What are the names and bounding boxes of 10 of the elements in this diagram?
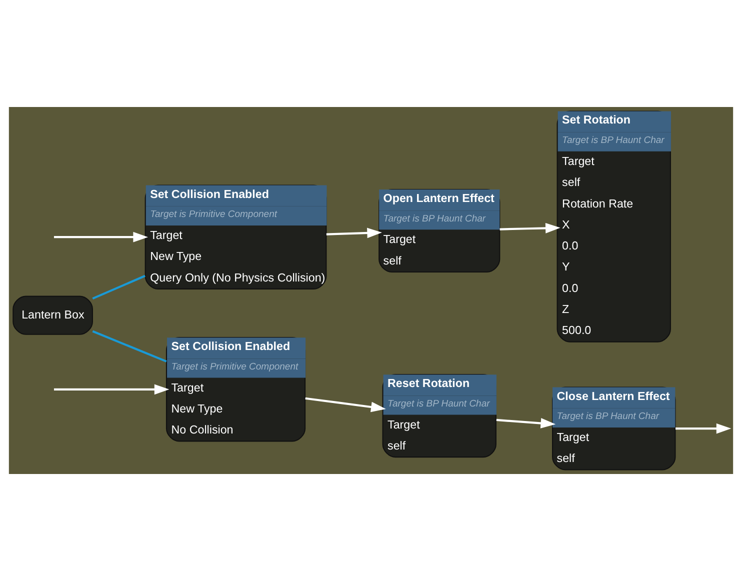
arrow	[496, 418, 556, 428]
connector	[92, 274, 146, 300]
connector	[92, 330, 167, 362]
arrow	[326, 228, 382, 238]
arrow	[500, 222, 560, 234]
node-box: Lantern Box	[12, 296, 93, 335]
arrow	[54, 232, 148, 242]
arrow	[305, 397, 386, 412]
arrow	[676, 423, 732, 434]
arrow	[54, 384, 170, 395]
